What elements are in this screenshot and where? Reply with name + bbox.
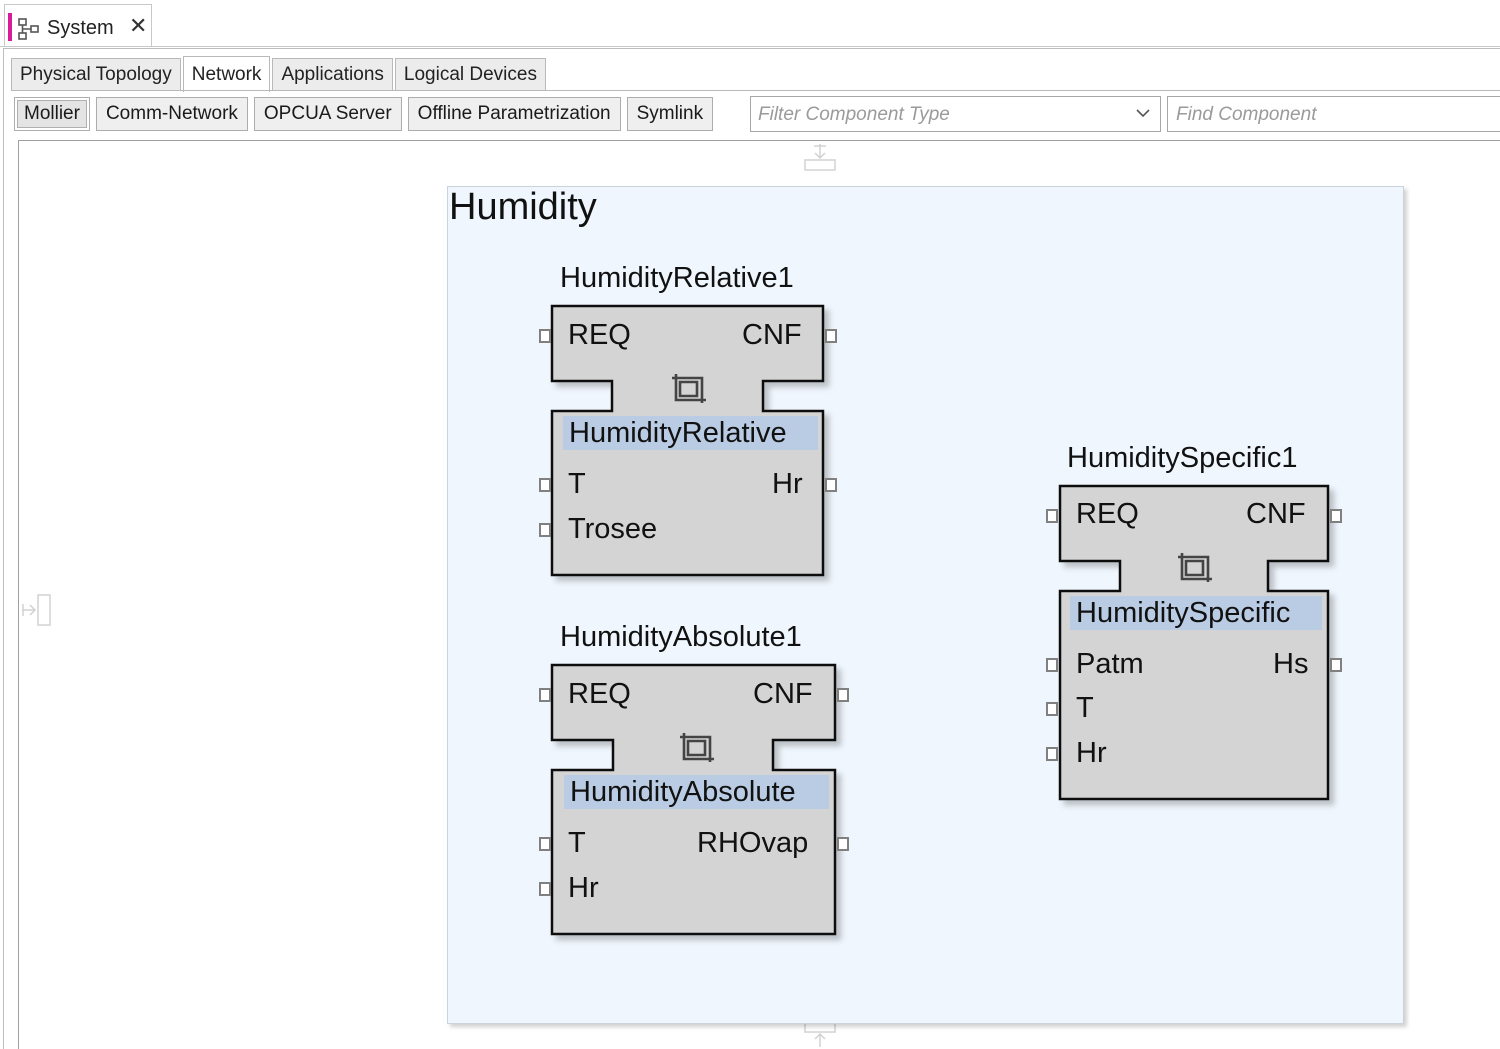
port-out[interactable] [837, 688, 849, 702]
data-input-t: T [568, 468, 586, 500]
fb-instance-name[interactable]: HumidityAbsolute1 [560, 621, 802, 653]
find-component-input[interactable]: Find Component [1167, 96, 1500, 132]
port-out[interactable] [1330, 658, 1342, 672]
comm-network-button[interactable]: Comm-Network [95, 96, 248, 131]
port-out[interactable] [825, 329, 837, 343]
data-input-t: T [568, 827, 586, 859]
event-input-req: REQ [568, 319, 631, 351]
tab-physical-topology[interactable]: Physical Topology [11, 58, 181, 91]
mollier-button[interactable]: Mollier [14, 96, 90, 131]
fb-type-name: HumidityRelative [563, 416, 818, 450]
port-in[interactable] [539, 882, 551, 896]
tab-separator [0, 46, 1500, 47]
opcua-server-button[interactable]: OPCUA Server [253, 96, 402, 131]
event-input-req: REQ [1076, 498, 1139, 530]
expand-top-handle-icon[interactable] [802, 142, 838, 172]
offline-parametrization-button[interactable]: Offline Parametrization [407, 96, 621, 131]
fb-instance-name[interactable]: HumidityRelative1 [560, 262, 794, 294]
find-placeholder: Find Component [1176, 104, 1317, 125]
data-output-rhovap: RHOvap [697, 827, 809, 859]
data-input-trosee: Trosee [568, 513, 658, 545]
tab-network[interactable]: Network [182, 56, 271, 92]
view-tabs: Physical Topology Network Applications L… [11, 56, 548, 92]
data-output-hs: Hs [1273, 648, 1309, 680]
port-out[interactable] [837, 837, 849, 851]
port-in[interactable] [539, 837, 551, 851]
port-in[interactable] [1046, 747, 1058, 761]
chevron-down-icon[interactable] [1134, 104, 1152, 122]
event-input-req: REQ [568, 678, 631, 710]
port-out[interactable] [1330, 509, 1342, 523]
subapp-title: Humidity [449, 186, 597, 228]
dirty-marker [8, 13, 12, 41]
port-in[interactable] [1046, 702, 1058, 716]
data-output-hr: Hr [772, 468, 803, 500]
fb-instance-name[interactable]: HumiditySpecific1 [1067, 442, 1298, 474]
event-output-cnf: CNF [742, 319, 802, 351]
tab-logical-devices[interactable]: Logical Devices [394, 58, 546, 91]
port-in[interactable] [1046, 509, 1058, 523]
port-out[interactable] [825, 478, 837, 492]
editor-tab-system[interactable]: System ✕ [4, 4, 152, 46]
port-in[interactable] [539, 688, 551, 702]
data-input-t: T [1076, 692, 1094, 724]
tab-applications[interactable]: Applications [272, 58, 393, 91]
port-in[interactable] [539, 478, 551, 492]
editor-tab-title: System [47, 17, 114, 39]
data-input-hr: Hr [568, 872, 599, 904]
filter-placeholder: Filter Component Type [758, 104, 950, 125]
expand-left-handle-icon[interactable] [20, 592, 54, 628]
event-output-cnf: CNF [753, 678, 813, 710]
port-in[interactable] [539, 523, 551, 537]
port-in[interactable] [539, 329, 551, 343]
data-input-hr: Hr [1076, 737, 1107, 769]
editor-frame [3, 48, 1500, 1049]
breadcrumb-toolbar: Mollier Comm-Network OPCUA Server Offlin… [14, 95, 719, 132]
event-output-cnf: CNF [1246, 498, 1306, 530]
port-in[interactable] [1046, 658, 1058, 672]
filter-component-type-combo[interactable]: Filter Component Type [750, 96, 1161, 132]
symlink-button[interactable]: Symlink [626, 96, 714, 131]
close-icon[interactable]: ✕ [129, 13, 148, 38]
fb-type-name: HumidityAbsolute [564, 775, 829, 809]
data-input-patm: Patm [1076, 648, 1144, 680]
expand-bottom-handle-icon[interactable] [802, 1020, 838, 1049]
tab-underline [11, 90, 1500, 91]
fb-type-name: HumiditySpecific [1070, 596, 1322, 630]
system-icon [18, 18, 39, 40]
